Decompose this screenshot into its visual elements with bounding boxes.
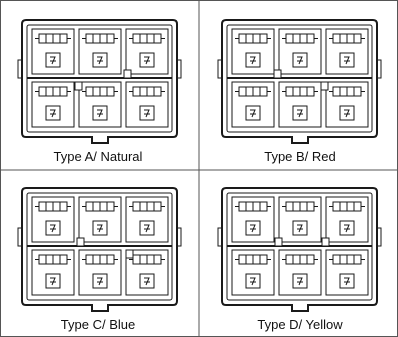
terminal-cavity <box>325 81 369 128</box>
side-key-left <box>17 59 23 79</box>
connector-housing <box>21 19 178 144</box>
terminal-cavity <box>31 249 75 296</box>
terminal-cavity <box>231 196 275 243</box>
terminal-cavity <box>78 249 122 296</box>
terminal-cavity <box>325 28 369 75</box>
side-key-right <box>376 59 382 79</box>
caption-type-a: Type A/ Natural <box>54 149 143 164</box>
keying-post <box>273 69 282 79</box>
terminal-cavity <box>278 249 322 296</box>
side-key-right <box>176 59 182 79</box>
terminal-cavity <box>278 28 322 75</box>
terminal-cavity <box>31 81 75 128</box>
keying-post <box>274 237 283 247</box>
terminal-cavity <box>325 249 369 296</box>
keying-post <box>76 237 85 247</box>
keying-post <box>123 69 132 79</box>
terminal-cavity <box>278 196 322 243</box>
connector-housing <box>221 187 378 312</box>
connector-type-c <box>17 187 182 312</box>
connector-type-b <box>217 19 382 144</box>
caption-type-d: Type D/ Yellow <box>257 317 343 332</box>
side-key-left <box>217 59 223 79</box>
terminal-cavity <box>125 249 169 296</box>
terminal-cavity <box>78 81 122 128</box>
terminal-cavity <box>231 249 275 296</box>
terminal-cavity <box>278 81 322 128</box>
terminal-cavity <box>231 28 275 75</box>
side-key-left <box>217 227 223 247</box>
keying-post <box>320 81 329 91</box>
keying-post <box>321 237 330 247</box>
terminal-cavity <box>231 81 275 128</box>
side-key-right <box>376 227 382 247</box>
terminal-cavity <box>125 81 169 128</box>
terminal-cavity <box>31 28 75 75</box>
connector-housing <box>21 187 178 312</box>
connector-housing <box>221 19 378 144</box>
side-key-left <box>17 227 23 247</box>
terminal-cavity <box>125 28 169 75</box>
connector-type-d <box>217 187 382 312</box>
keying-post <box>125 249 134 259</box>
caption-type-b: Type B/ Red <box>264 149 336 164</box>
terminal-cavity <box>78 28 122 75</box>
caption-type-c: Type C/ Blue <box>61 317 135 332</box>
keying-post <box>74 81 83 91</box>
side-key-right <box>176 227 182 247</box>
terminal-cavity <box>125 196 169 243</box>
connector-type-a <box>17 19 182 144</box>
terminal-cavity <box>31 196 75 243</box>
terminal-cavity <box>78 196 122 243</box>
terminal-cavity <box>325 196 369 243</box>
